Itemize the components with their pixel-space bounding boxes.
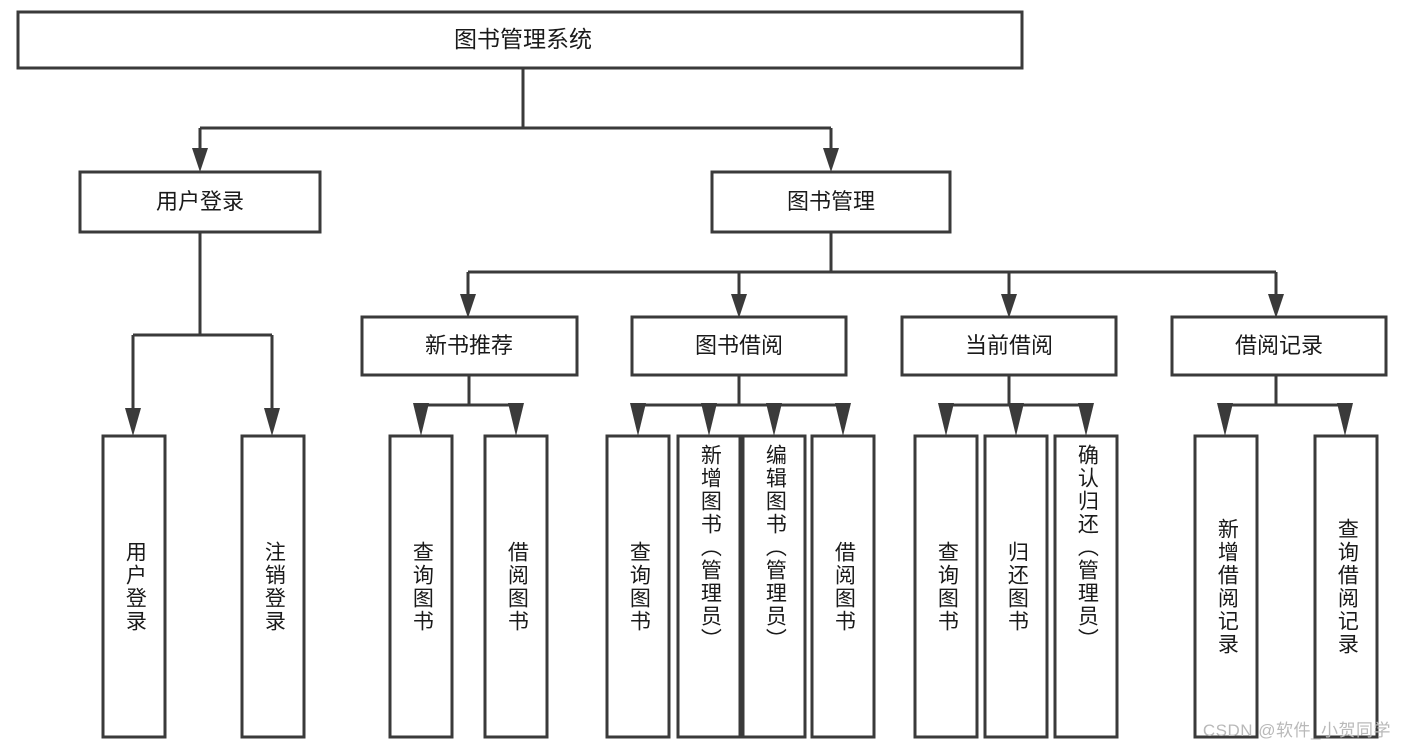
node-leaf-confirm-return-box[interactable] — [1053, 434, 1119, 739]
node-new-book-rec-label: 新书推荐 — [425, 333, 513, 358]
node-leaf-borrow-book-1-box[interactable] — [483, 434, 549, 739]
node-book-manage[interactable]: 图书管理 — [710, 170, 952, 234]
arrow-head-leaf-borrow-book-1 — [508, 403, 524, 436]
connector-group-new-book-rec — [413, 375, 524, 436]
node-leaf-logout-login-box[interactable] — [240, 434, 306, 739]
node-borrow-record-box[interactable] — [1170, 315, 1388, 377]
node-book-borrow-label: 图书借阅 — [695, 333, 783, 358]
arrow-head-book-borrow — [731, 294, 747, 318]
arrow-head-leaf-logout-login — [264, 408, 280, 436]
arrow-head-user-login — [192, 148, 208, 172]
connector-group-book-manage — [460, 232, 1284, 318]
arrow-head-leaf-query-book-1 — [413, 403, 429, 436]
node-root[interactable]: 图书管理系统 — [16, 10, 1024, 70]
arrow-head-leaf-query-record — [1337, 403, 1353, 436]
node-current-borrow-label: 当前借阅 — [965, 333, 1053, 358]
node-user-login-label: 用户登录 — [156, 189, 244, 214]
node-book-manage-label: 图书管理 — [787, 189, 875, 214]
node-leaf-query-book-1-box[interactable] — [388, 434, 454, 739]
node-new-book-rec[interactable]: 新书推荐 — [360, 315, 579, 377]
node-user-login-box[interactable] — [78, 170, 322, 234]
connector-group-book-borrow — [630, 375, 851, 436]
node-book-borrow-box[interactable] — [630, 315, 848, 377]
arrow-head-leaf-user-login — [125, 408, 141, 436]
node-leaf-return-book-box[interactable] — [983, 434, 1049, 739]
arrow-head-leaf-borrow-book-2 — [835, 403, 851, 436]
node-leaf-add-book-box[interactable] — [676, 434, 742, 739]
connector-group-user-login — [125, 232, 280, 436]
arrow-head-leaf-edit-book — [766, 403, 782, 436]
connector-group-root — [192, 68, 839, 172]
node-leaf-query-book-3-box[interactable] — [913, 434, 979, 739]
node-leaf-query-record-box[interactable] — [1313, 434, 1379, 739]
node-borrow-record[interactable]: 借阅记录 — [1170, 315, 1388, 377]
node-current-borrow-box[interactable] — [900, 315, 1118, 377]
node-book-borrow[interactable]: 图书借阅 — [630, 315, 848, 377]
node-book-manage-box[interactable] — [710, 170, 952, 234]
node-root-label: 图书管理系统 — [454, 26, 592, 52]
node-new-book-rec-box[interactable] — [360, 315, 579, 377]
arrow-head-book-manage — [823, 148, 839, 172]
node-leaf-add-record-box[interactable] — [1193, 434, 1259, 739]
arrow-head-leaf-query-book-2 — [630, 403, 646, 436]
arrow-head-new-book-rec — [460, 294, 476, 318]
arrow-head-current-borrow — [1001, 294, 1017, 318]
arrow-head-borrow-record — [1268, 294, 1284, 318]
connector-group-current-borrow — [938, 375, 1094, 436]
node-borrow-record-label: 借阅记录 — [1235, 333, 1323, 358]
arrow-head-leaf-query-book-3 — [938, 403, 954, 436]
arrow-head-leaf-confirm-return — [1078, 403, 1094, 436]
node-leaf-edit-book-box[interactable] — [741, 434, 807, 739]
node-root-box[interactable] — [16, 10, 1024, 70]
node-user-login[interactable]: 用户登录 — [78, 170, 322, 234]
arrow-head-leaf-add-book — [701, 403, 717, 436]
connector-group-borrow-record — [1217, 375, 1353, 436]
node-current-borrow[interactable]: 当前借阅 — [900, 315, 1118, 377]
arrow-head-leaf-add-record — [1217, 403, 1233, 436]
node-leaf-user-login-box[interactable] — [101, 434, 167, 739]
node-leaf-borrow-book-2-box[interactable] — [810, 434, 876, 739]
arrow-head-leaf-return-book — [1008, 403, 1024, 436]
node-leaf-query-book-2-box[interactable] — [605, 434, 671, 739]
